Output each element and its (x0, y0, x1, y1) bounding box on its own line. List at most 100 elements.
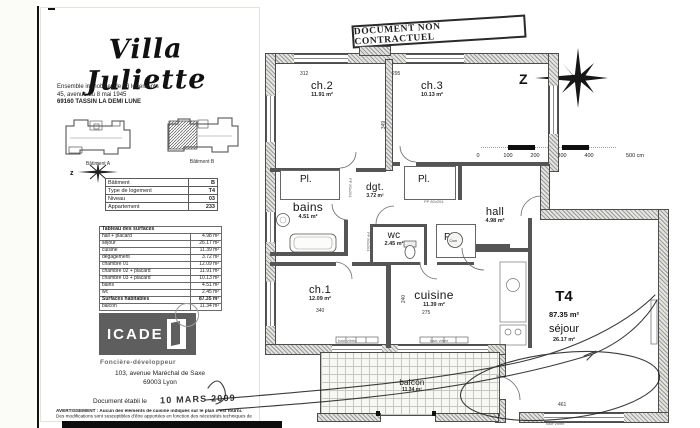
scale-tick: 200 (530, 153, 540, 159)
icade-logo: ICADE (99, 303, 199, 355)
room-name: cuisine (414, 288, 454, 302)
room-wc: wc 2.45 m² (374, 230, 414, 247)
office-address-line: 69003 Lyon (143, 379, 177, 386)
kitchen-counter-icon (499, 261, 527, 346)
partition (458, 166, 462, 200)
partition (356, 168, 386, 172)
room-area: 11.39 m² (423, 302, 445, 308)
window (398, 345, 488, 354)
partition (424, 224, 427, 265)
wall-segment (495, 351, 506, 377)
circle-stamp-icon (175, 303, 199, 327)
bay-window-label: baie vitrée (338, 339, 357, 344)
established-label: Document établi le (93, 398, 147, 405)
room-ch3: ch.3 10.13 m² (402, 80, 462, 98)
wall-segment (435, 413, 499, 422)
scan-edge (0, 0, 37, 428)
partition (392, 162, 400, 166)
warning-line: AVERTISSEMENT : Aucun des éléments de cu… (56, 409, 243, 414)
project-address: Ensemble immobilier de 33 logements 45, … (57, 84, 159, 107)
room-dgt: dgt. 3.72 m² (352, 182, 398, 199)
window (544, 413, 624, 422)
icade-logo-text: ICADE (107, 326, 164, 343)
partition (370, 224, 427, 227)
keyplan-building-b (167, 117, 239, 153)
partition (386, 262, 391, 348)
scale-tick: 500 cm (625, 153, 645, 159)
partition (437, 262, 474, 265)
room-balcon: balcon 11.34 m² (384, 378, 440, 393)
closet (280, 170, 340, 200)
room-name: ch.3 (421, 80, 443, 92)
window (266, 96, 275, 142)
address-line: 45, avenue du 8 mai 1945 (57, 91, 127, 98)
scale-segment (481, 147, 508, 149)
room-name: ch.2 (311, 80, 333, 92)
dimension: 461 (558, 402, 567, 408)
water-heater-icon: Cum (447, 232, 463, 248)
info-value: 233 (188, 202, 218, 211)
wall-segment (265, 344, 506, 355)
dimension: 275 (422, 310, 431, 316)
closet-label: Pl. (418, 174, 430, 185)
unit-type-label: T4 (555, 288, 573, 305)
wall-segment (658, 209, 669, 423)
dimension: 312 (300, 71, 309, 77)
radiator-icon (335, 299, 658, 345)
scan-footer-bar (62, 421, 282, 428)
address-line: Ensemble immobilier de 33 logements (57, 84, 159, 90)
room-sejour-name: séjour (549, 323, 579, 335)
balcony-post (432, 411, 436, 416)
toilet-icon (403, 240, 417, 259)
wall-segment (265, 53, 276, 355)
door-icon (167, 319, 186, 349)
unit-area-label: 87.35 m² (548, 310, 580, 319)
room-name: wc (387, 230, 401, 241)
balcony-post (376, 411, 380, 416)
window (406, 54, 464, 63)
closet-label: Pl. (300, 174, 312, 185)
wall-segment (317, 413, 381, 422)
room-area: 11.34 m² (402, 387, 422, 393)
compass-rose-icon: Z (519, 48, 608, 108)
scale-tick: 300 (557, 153, 567, 159)
room-area: 2.45 m² (384, 241, 404, 247)
water-heater-label: Cum (450, 239, 457, 243)
dimension: 295 (392, 71, 401, 77)
partition (370, 262, 420, 265)
window (332, 345, 382, 354)
warning-text: AVERTISSEMENT : Aucun des éléments de cu… (56, 409, 290, 420)
partition (344, 220, 348, 256)
balcony-deck (320, 352, 500, 416)
scale-segment (508, 145, 535, 150)
partition (270, 252, 348, 256)
room-area: 4.98 m² (485, 218, 505, 224)
scale-tick: 400 (584, 153, 594, 159)
window (266, 282, 275, 326)
office-address: 103, avenue Maréchal de Saxe 69003 Lyon (92, 369, 228, 387)
dimension: 340 (316, 308, 325, 314)
scale-segment (535, 147, 562, 149)
north-label: Z (519, 71, 528, 87)
room-sejour-area: 26.17 m² (552, 337, 575, 343)
scale-tick: 100 (503, 153, 513, 159)
partition (270, 262, 336, 266)
wall-segment (385, 59, 393, 171)
office-address-line: 103, avenue Maréchal de Saxe (115, 370, 205, 377)
wall-segment (540, 164, 550, 219)
partition (528, 218, 532, 348)
room-name: hall (485, 206, 505, 218)
room-area: 11.91 m² (311, 92, 333, 98)
keyplan-label-b: Bâtiment B (189, 159, 215, 165)
room-area: 4.51 m² (298, 214, 318, 220)
warning-line: Des modifications sont susceptibles d'êt… (56, 414, 253, 420)
partition (416, 162, 549, 166)
room-area: 3.72 m² (366, 193, 384, 199)
wall-segment (540, 209, 669, 220)
